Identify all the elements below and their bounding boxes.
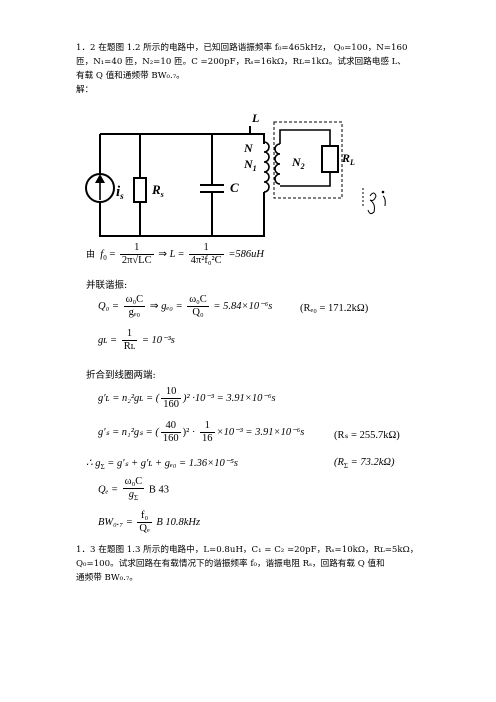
label-n: N xyxy=(243,141,254,155)
problem-1-3-line-2: Q₀=100。试求回路在有载情况下的谐振频率 f₀，谐振电阻 Rₛ，回路有载 Q… xyxy=(76,559,385,569)
parallel-resonance-label: 并联谐振: xyxy=(86,280,128,291)
rl-resistor-symbol xyxy=(321,145,339,173)
transformer-dashed-box xyxy=(273,121,343,199)
label-is: is xyxy=(116,184,124,201)
label-l: L xyxy=(251,111,259,125)
primary-coil-symbol xyxy=(258,141,270,193)
current-source-symbol xyxy=(85,173,115,203)
problem-1-3-line-3: 通频带 BW₀.₇。 xyxy=(76,573,138,583)
label-n2: N2 xyxy=(291,155,305,171)
label-n1: N1 xyxy=(243,157,257,173)
label-rs: Rs xyxy=(151,182,164,199)
label-c: C xyxy=(230,180,239,195)
problem-1-3-line-1: 1．3 在题图 1.3 所示的电路中，L=0.8uH，C₁ = C₂ =20pF… xyxy=(76,545,419,555)
problem-1-2-line-3: 有载 Q 值和通频带 BW₀.₇。 xyxy=(76,71,185,81)
label-rl: RL xyxy=(341,151,355,167)
fold-label: 折合到线圈两端: xyxy=(86,370,156,381)
note-rs: (Rₛ = 255.7kΩ) xyxy=(334,430,400,441)
capacitor-symbol xyxy=(198,184,226,193)
note-r-sigma: (RΣ = 73.2kΩ) xyxy=(334,457,395,471)
solution-label: 解： xyxy=(76,85,94,95)
equation-g-sigma: ∴ gΣ = g′ₛ + g′ʟ + gₑ₀ = 1.36×10⁻⁵s xyxy=(86,458,238,472)
note-re0: (Rₑ₀ = 171.2kΩ) xyxy=(300,303,369,314)
problem-1-2-line-1: 1．2 在题图 1.2 所示的电路中，已知回路谐振频率 f₀=465kHz， Q… xyxy=(76,43,408,53)
circuit-diagram: is Rs C L N N1 N2 RL xyxy=(85,111,386,237)
rs-resistor-symbol xyxy=(133,177,147,203)
handwritten-scribble xyxy=(362,188,386,215)
secondary-coil-symbol xyxy=(274,129,331,187)
problem-1-2-line-2: 匝，N₁=40 匝，N₂=10 匝。C =200pF，Rₛ=16kΩ，Rʟ=1k… xyxy=(76,57,406,67)
